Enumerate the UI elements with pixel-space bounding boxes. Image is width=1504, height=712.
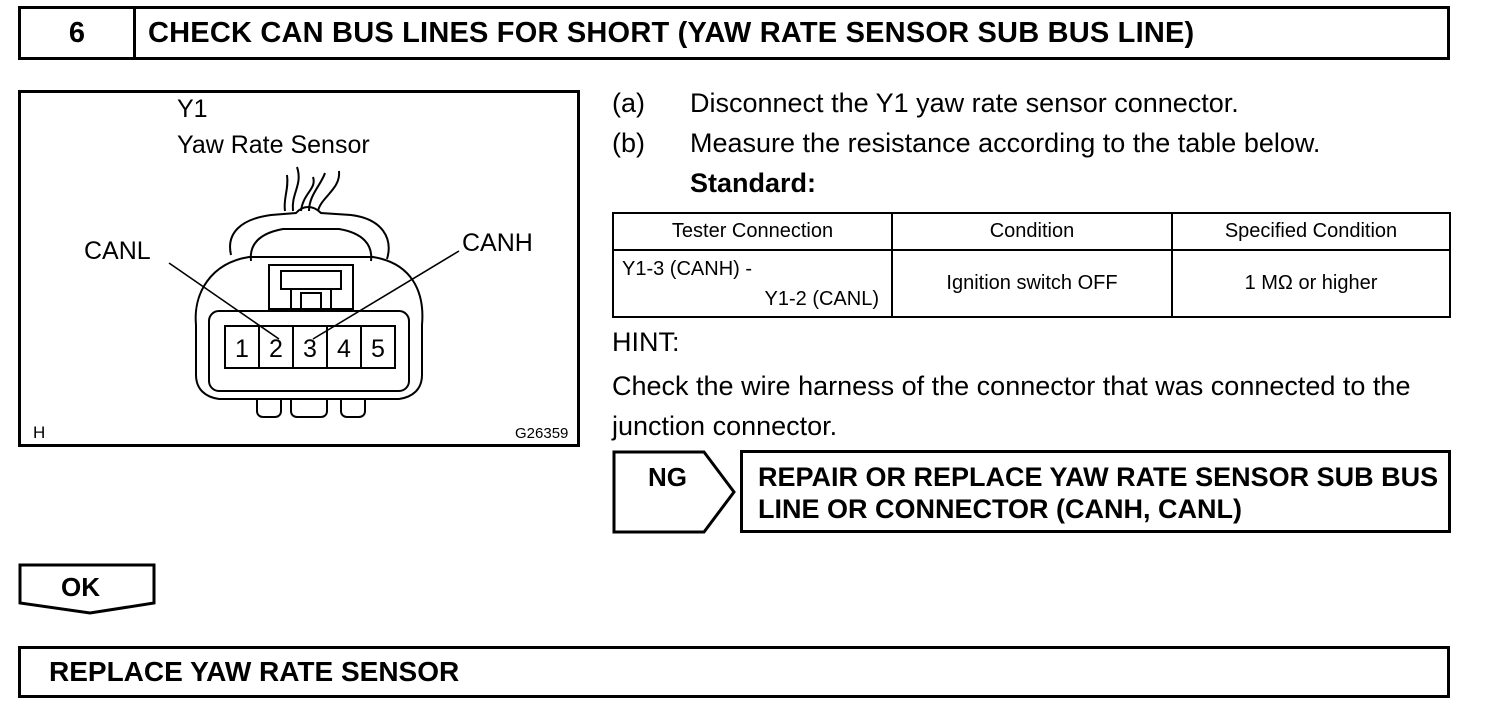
- tester-line-2: Y1-2 (CANL): [764, 287, 879, 310]
- table-header-row: Tester Connection Condition Specified Co…: [612, 212, 1451, 251]
- pin-1: 1: [235, 335, 249, 363]
- step-header: 6 CHECK CAN BUS LINES FOR SHORT (YAW RAT…: [18, 6, 1450, 60]
- hint-text: Check the wire harness of the connector …: [612, 371, 1411, 441]
- ng-arrow-shape: [612, 450, 736, 534]
- pin-4: 4: [337, 335, 351, 363]
- result-box: REPLACE YAW RATE SENSOR: [18, 646, 1450, 698]
- pin-2: 2: [269, 335, 283, 363]
- pin-5: 5: [371, 335, 385, 363]
- ok-arrow-shape: [18, 563, 156, 615]
- resistance-table: Tester Connection Condition Specified Co…: [612, 212, 1451, 318]
- step-a-label: (a): [612, 88, 645, 118]
- step-number: 6: [21, 9, 136, 57]
- standard-label: Standard:: [690, 168, 817, 198]
- tester-line-1: Y1-3 (CANH) -: [622, 257, 753, 280]
- canl-label: CANL: [84, 237, 151, 265]
- hint-label: HINT:: [612, 327, 680, 357]
- canh-label: CANH: [462, 229, 533, 257]
- pin-3: 3: [303, 335, 317, 363]
- ng-action-box: REPAIR OR REPLACE YAW RATE SENSOR SUB BU…: [740, 450, 1451, 533]
- connector-id: Y1: [177, 95, 208, 123]
- col-header-specified: Specified Condition: [1171, 212, 1451, 251]
- connector-figure: 1 2 3 4 5 Y1 Yaw Rate Sensor CANL CANH H…: [18, 90, 580, 447]
- table-row: Y1-3 (CANH) - Y1-2 (CANL) Ignition switc…: [612, 249, 1451, 318]
- view-letter: H: [33, 423, 46, 442]
- cell-specified: 1 MΩ or higher: [1171, 249, 1451, 318]
- step-b-text: Measure the resistance according to the …: [690, 128, 1321, 158]
- ng-label: NG: [648, 462, 687, 492]
- figure-code: G26359: [515, 425, 569, 442]
- ok-label: OK: [61, 572, 100, 602]
- cell-condition: Ignition switch OFF: [891, 249, 1173, 318]
- col-header-condition: Condition: [891, 212, 1173, 251]
- cell-tester-connection: Y1-3 (CANH) - Y1-2 (CANL): [612, 249, 893, 318]
- step-a-text: Disconnect the Y1 yaw rate sensor connec…: [690, 88, 1239, 118]
- col-header-tester: Tester Connection: [612, 212, 893, 251]
- step-b-label: (b): [612, 128, 645, 158]
- connector-drawing: 1 2 3 4 5: [168, 166, 460, 418]
- connector-name: Yaw Rate Sensor: [177, 131, 370, 159]
- step-title: CHECK CAN BUS LINES FOR SHORT (YAW RATE …: [148, 16, 1195, 49]
